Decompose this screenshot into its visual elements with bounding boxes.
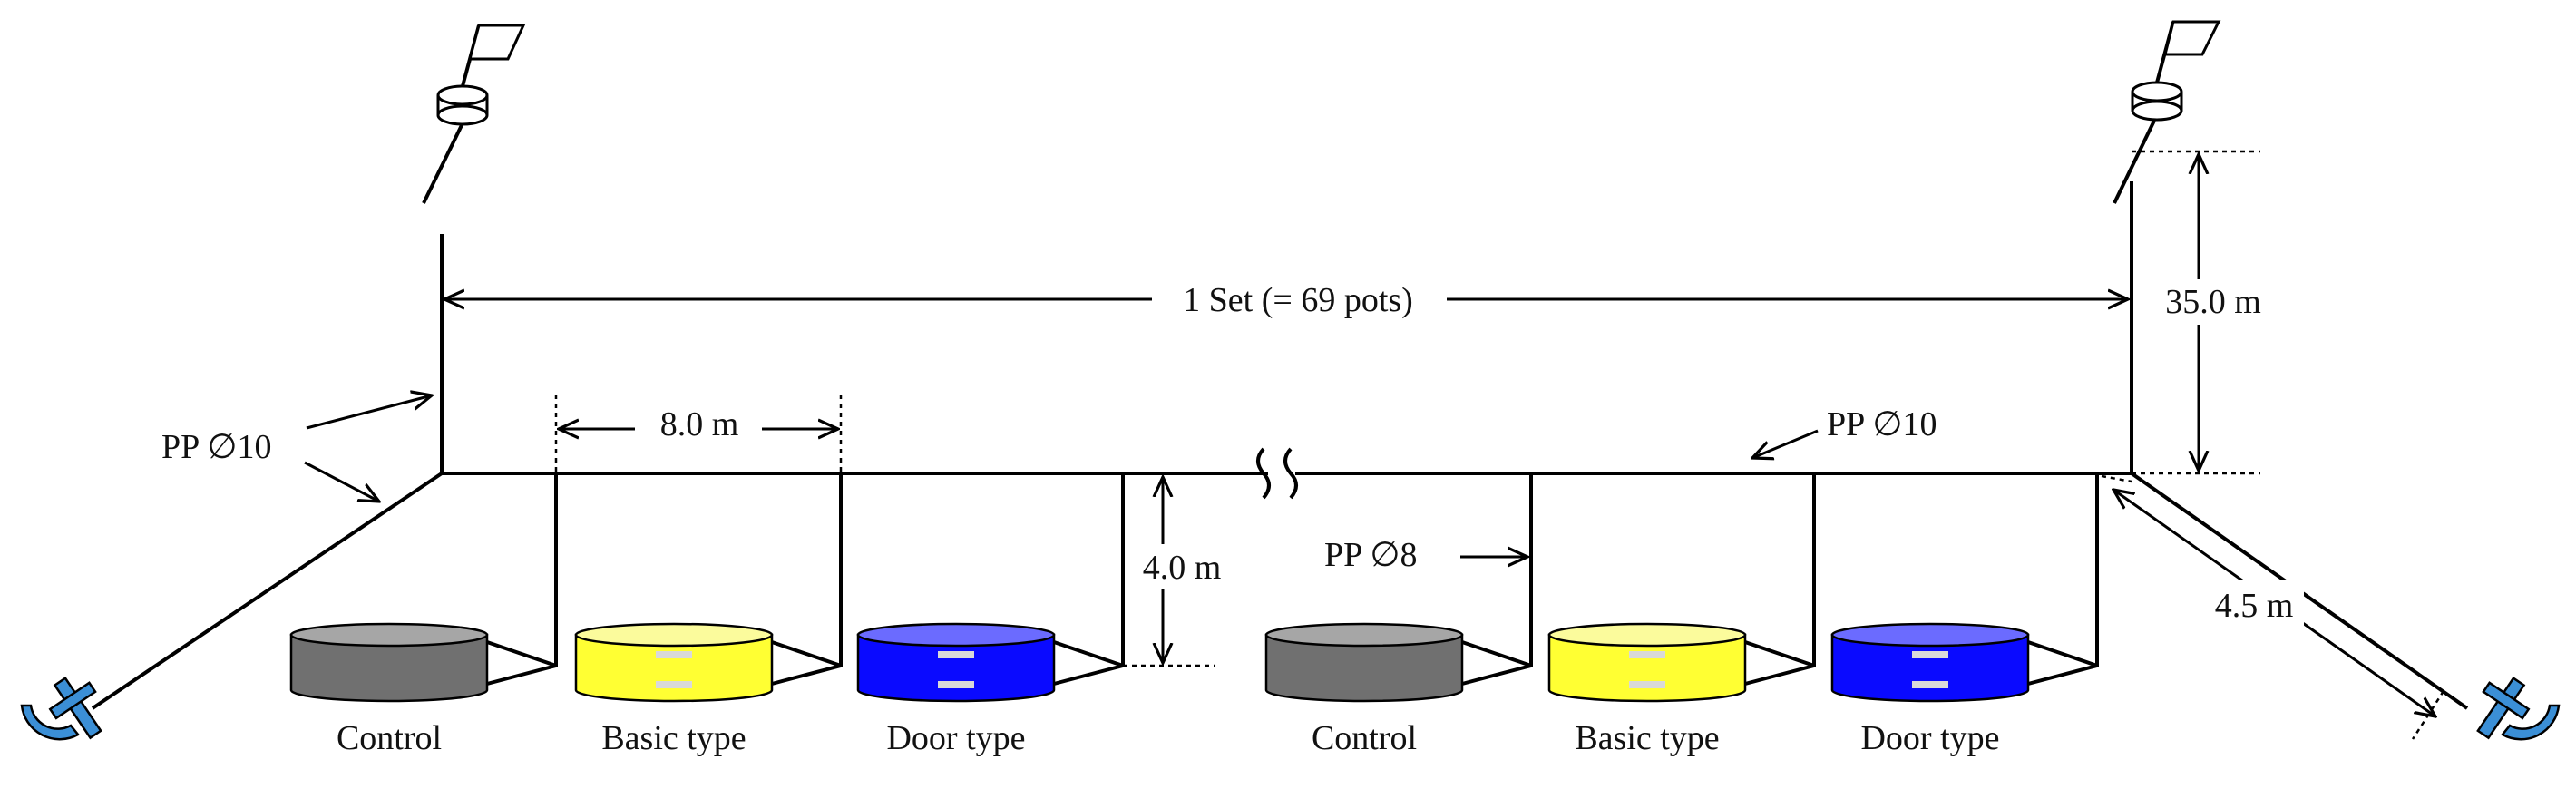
branch-length-label: 4.0 m bbox=[1143, 549, 1222, 587]
pot-door: Door type bbox=[1830, 622, 2030, 757]
branch-rope-label: PP ∅8 bbox=[1324, 536, 1417, 574]
buoy-rope-height-label: 35.0 m bbox=[2165, 283, 2261, 321]
pot-caption: Basic type bbox=[1575, 719, 1719, 757]
rope-right-label: PP ∅10 bbox=[1827, 405, 1937, 443]
set-length-label: 1 Set (= 69 pots) bbox=[1183, 281, 1413, 319]
pot-caption: Door type bbox=[886, 719, 1025, 757]
pots: Control Basic type Door type Control Basic t… bbox=[289, 622, 2030, 757]
pot-door: Door type bbox=[856, 622, 1056, 757]
right-buoy-flag bbox=[2113, 20, 2221, 204]
pot-control: Control bbox=[289, 622, 489, 757]
pot-caption: Control bbox=[337, 719, 442, 757]
right-anchor-icon bbox=[2476, 677, 2561, 741]
rope-left-label: PP ∅10 bbox=[161, 428, 271, 466]
set-length-dimension: 1 Set (= 69 pots) bbox=[444, 281, 2128, 319]
pot-control: Control bbox=[1264, 622, 1464, 757]
pot-basic: Basic type bbox=[574, 622, 774, 757]
branch-length-dimension: 4.0 m bbox=[1123, 477, 1232, 667]
pot-spacing-dimension: 8.0 m bbox=[554, 394, 843, 473]
pot-caption: Basic type bbox=[601, 719, 746, 757]
pot-spacing-label: 8.0 m bbox=[660, 405, 739, 443]
rope-left-callout: PP ∅10 bbox=[161, 395, 432, 502]
left-buoy-flag bbox=[422, 24, 526, 204]
anchor-distance-label: 4.5 m bbox=[2215, 587, 2294, 625]
buoy-rope-height-dimension: 35.0 m bbox=[2132, 150, 2268, 475]
pot-basic: Basic type bbox=[1547, 622, 1747, 757]
pot-caption: Control bbox=[1312, 719, 1417, 757]
pot-caption: Door type bbox=[1860, 719, 1999, 757]
left-anchor-icon bbox=[20, 677, 102, 741]
rope-right-callout: PP ∅10 bbox=[1752, 405, 1937, 458]
branch-rope-callout: PP ∅8 bbox=[1324, 536, 1527, 574]
anchor-distance-dimension: 4.5 m bbox=[2101, 474, 2445, 740]
